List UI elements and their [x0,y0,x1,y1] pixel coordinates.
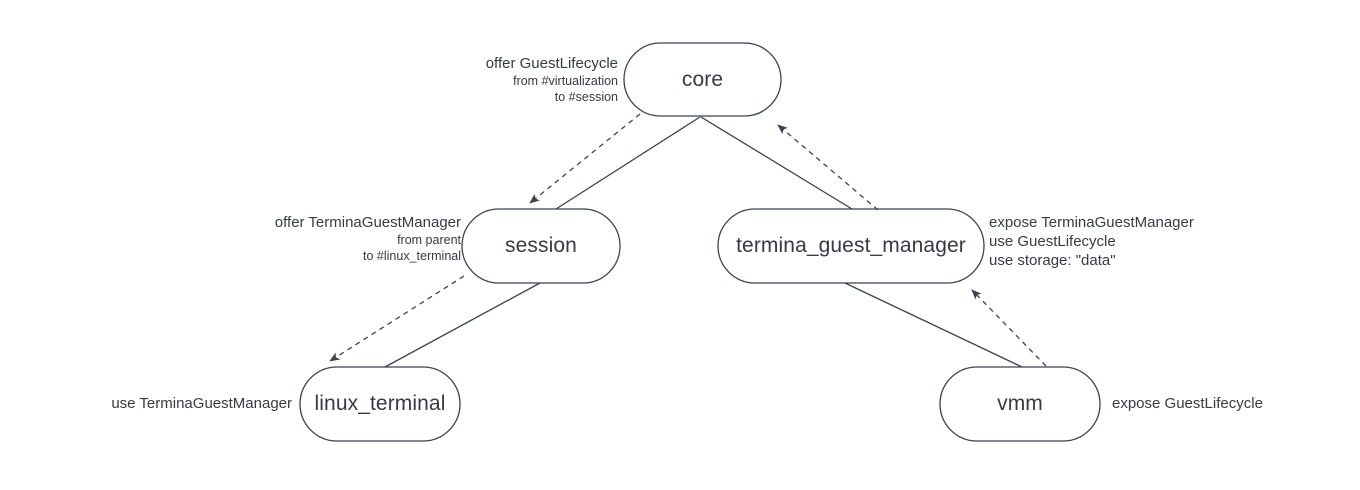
annotation-linux-terminal-use: use TerminaGuestManager [40,395,292,413]
node-core[interactable] [623,42,782,117]
annotation-session-offer-main: offer TerminaGuestManager [274,214,461,231]
annotation-session-offer-sub-2: to #linux_terminal [363,249,461,263]
annotation-termina-guest-manager-expose: expose TerminaGuestManager use GuestLife… [989,214,1289,270]
annotation-tgm-expose-main: expose TerminaGuestManager [989,214,1194,231]
edge-expose-vmm-to-termina-guest-manager [971,289,1047,367]
annotation-core-offer-main: offer GuestLifecycle [485,55,618,72]
edge-offer-session-to-linux-terminal [329,275,465,362]
annotation-core-offer: offer GuestLifecycle from #virtualizatio… [360,55,618,105]
edge-offer-core-to-session [529,113,641,204]
edge-termina-guest-manager-vmm [844,282,1023,368]
annotation-vmm-expose-main: expose GuestLifecycle [1112,395,1263,412]
annotation-session-offer-sub-1: from parent [397,233,461,247]
annotation-core-offer-sub-1: from #virtualization [513,74,618,88]
annotation-linux-terminal-use-main: use TerminaGuestManager [111,395,292,412]
node-vmm-label: vmm [997,392,1043,415]
node-termina-guest-manager-label: termina_guest_manager [736,234,966,257]
annotation-session-offer: offer TerminaGuestManager from parent to… [180,214,461,264]
node-linux-terminal-label: linux_terminal [314,392,446,415]
annotation-tgm-expose-sub-2: use storage: "data" [989,252,1116,269]
node-vmm[interactable] [939,366,1101,442]
edge-session-linux-terminal [384,282,541,368]
edge-core-session [555,116,701,210]
node-linux-terminal[interactable] [299,366,461,442]
node-session[interactable] [461,208,621,284]
edge-core-termina-guest-manager [700,116,853,210]
edge-expose-termina-guest-manager-to-core [777,124,879,211]
node-session-label: session [505,234,577,257]
annotation-tgm-expose-sub-1: use GuestLifecycle [989,233,1116,250]
annotation-core-offer-sub-2: to #session [554,90,618,104]
node-core-label: core [681,67,724,91]
annotation-vmm-expose: expose GuestLifecycle [1112,395,1332,413]
